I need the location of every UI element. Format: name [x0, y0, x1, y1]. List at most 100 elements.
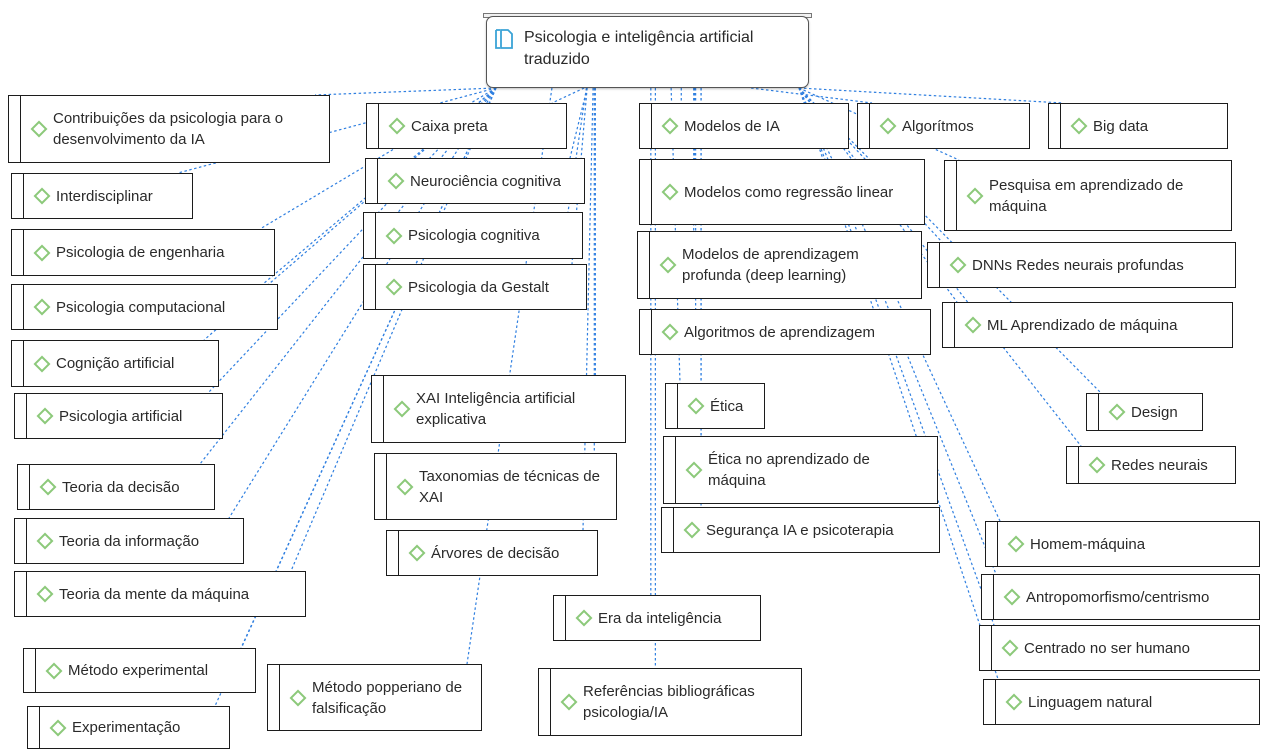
- topic-label: Interdisciplinar: [56, 187, 153, 205]
- topic-icon: [36, 407, 53, 425]
- topic-xai[interactable]: XAI Inteligência artificial explicativa: [371, 375, 626, 443]
- topic-icon: [33, 187, 50, 205]
- topic-big-data[interactable]: Big data: [1048, 103, 1228, 149]
- topic-label: Modelos de aprendizagem profunda (deep l…: [682, 246, 859, 284]
- connector-line: [798, 87, 999, 680]
- topic-modelos-regressao[interactable]: Modelos como regressão linear: [639, 159, 925, 225]
- topic-label: Big data: [1093, 117, 1149, 135]
- topic-icon: [30, 120, 47, 138]
- topic-algoritmos-aprendizagem[interactable]: Algoritmos de aprendizagem: [639, 309, 931, 355]
- topic-label: Árvores de decisão: [431, 544, 560, 562]
- topic-psicologia-engenharia[interactable]: Psicologia de engenharia: [11, 229, 275, 276]
- topic-icon: [45, 662, 62, 679]
- topic-ml[interactable]: ML Aprendizado de máquina: [942, 302, 1233, 348]
- topic-contribuicoes[interactable]: Contribuições da psicologia para o desen…: [8, 95, 330, 163]
- topic-icon: [560, 693, 577, 711]
- connector-line: [582, 87, 594, 531]
- topic-metodo-popperiano[interactable]: Método popperiano de falsificação: [267, 664, 482, 731]
- topic-era-inteligencia[interactable]: Era da inteligência: [553, 595, 761, 641]
- topic-icon: [1003, 588, 1020, 606]
- topic-caixa-preta[interactable]: Caixa preta: [366, 103, 567, 149]
- topic-label: Linguagem natural: [1028, 693, 1153, 711]
- topic-icon: [33, 298, 50, 316]
- topic-icon: [36, 532, 53, 550]
- topic-experimentacao[interactable]: Experimentação: [27, 706, 230, 749]
- topic-label: Neurociência cognitiva: [410, 172, 561, 190]
- topic-icon: [1108, 403, 1125, 421]
- topic-algoritmos[interactable]: Algorítmos: [857, 103, 1030, 149]
- topic-homem-maquina[interactable]: Homem-máquina: [985, 521, 1260, 567]
- topic-label: Segurança IA e psicoterapia: [706, 521, 894, 539]
- topic-dnns[interactable]: DNNs Redes neurais profundas: [927, 242, 1236, 288]
- topic-label: Teoria da decisão: [62, 478, 180, 496]
- topic-label: XAI Inteligência artificial explicativa: [416, 390, 576, 428]
- topic-label: ML Aprendizado de máquina: [987, 316, 1178, 334]
- topic-icon: [1088, 456, 1105, 474]
- topic-icon: [289, 689, 306, 706]
- topic-pesquisa-aprendizado-maquina[interactable]: Pesquisa em aprendizado de máquina: [944, 160, 1232, 231]
- topic-modelos-ia[interactable]: Modelos de IA: [639, 103, 849, 149]
- topic-icon: [393, 400, 410, 418]
- root-topic-label: Psicologia e inteligência artificial tra…: [524, 29, 754, 68]
- topic-label: Centrado no ser humano: [1024, 639, 1190, 657]
- topic-label: Referências bibliográficas psicologia/IA: [583, 683, 755, 721]
- topic-label: Método popperiano de falsificação: [312, 678, 463, 717]
- topic-psicologia-cognitiva[interactable]: Psicologia cognitiva: [363, 212, 583, 259]
- topic-icon: [687, 397, 704, 415]
- topic-icon: [1005, 693, 1022, 711]
- topic-label: Taxonomias de técnicas de XAI: [419, 467, 600, 506]
- topic-icon: [1007, 535, 1024, 553]
- topic-label: Era da inteligência: [598, 609, 722, 627]
- topic-icon: [33, 355, 50, 372]
- topic-redes-neurais[interactable]: Redes neurais: [1066, 446, 1236, 484]
- topic-etica[interactable]: Ética: [665, 383, 765, 429]
- root-topic[interactable]: Psicologia e inteligência artificial tra…: [486, 16, 809, 88]
- topic-icon: [949, 256, 966, 274]
- topic-label: Psicologia de engenharia: [56, 244, 225, 261]
- topic-label: Ética no aprendizado de máquina: [708, 451, 870, 489]
- topic-linguagem-natural[interactable]: Linguagem natural: [983, 679, 1260, 725]
- connector-line: [228, 87, 497, 519]
- topic-arvores-decisao[interactable]: Árvores de decisão: [386, 530, 598, 576]
- topic-design[interactable]: Design: [1086, 393, 1203, 431]
- connector-line: [551, 87, 585, 104]
- topic-label: Design: [1131, 403, 1178, 421]
- topic-interdisciplinar[interactable]: Interdisciplinar: [11, 173, 193, 219]
- topic-label: Teoria da informação: [59, 532, 200, 550]
- topic-label: Algoritmos de aprendizagem: [684, 323, 875, 341]
- connector-line: [314, 87, 497, 96]
- topic-icon: [39, 478, 56, 496]
- topic-psicologia-gestalt[interactable]: Psicologia da Gestalt: [363, 264, 587, 310]
- topic-icon: [1001, 639, 1018, 657]
- topic-icon: [1070, 117, 1087, 135]
- topic-icon: [685, 461, 702, 479]
- topic-label: DNNs Redes neurais profundas: [972, 256, 1184, 274]
- topic-teoria-mente-maquina[interactable]: Teoria da mente da máquina: [14, 571, 306, 617]
- topic-seguranca-psicoterapia[interactable]: Segurança IA e psicoterapia: [661, 507, 940, 553]
- topic-label: Caixa preta: [411, 117, 488, 135]
- topic-icon: [36, 585, 53, 603]
- topic-teoria-decisao[interactable]: Teoria da decisão: [17, 464, 215, 510]
- topic-label: Experimentação: [72, 719, 181, 736]
- topic-referencias-bibliograficas[interactable]: Referências bibliográficas psicologia/IA: [538, 668, 802, 736]
- topic-icon: [396, 478, 413, 495]
- topic-icon: [683, 521, 700, 539]
- topic-etica-aprendizado-maquina[interactable]: Ética no aprendizado de máquina: [663, 436, 938, 504]
- topic-taxonomias-xai[interactable]: Taxonomias de técnicas de XAI: [374, 453, 617, 520]
- topic-icon: [661, 323, 678, 341]
- topic-modelos-deep-learning[interactable]: Modelos de aprendizagem profunda (deep l…: [637, 231, 922, 299]
- topic-label: Contribuições da psicologia para o desen…: [53, 110, 284, 148]
- topic-metodo-experimental[interactable]: Método experimental: [23, 648, 256, 693]
- topic-psicologia-computacional[interactable]: Psicologia computacional: [11, 284, 278, 330]
- topic-antropomorfismo[interactable]: Antropomorfismo/centrismo: [981, 574, 1260, 620]
- topic-psicologia-artificial[interactable]: Psicologia artificial: [14, 393, 223, 439]
- topic-centrado-ser-humano[interactable]: Centrado no ser humano: [979, 625, 1260, 671]
- topic-neurociencia-cognitiva[interactable]: Neurociência cognitiva: [365, 158, 585, 204]
- topic-icon: [408, 544, 425, 562]
- topic-label: Teoria da mente da máquina: [59, 585, 250, 603]
- topic-label: Psicologia computacional: [56, 298, 226, 316]
- topic-teoria-informacao[interactable]: Teoria da informação: [14, 518, 244, 564]
- connector-line: [567, 87, 588, 213]
- topic-cognicao-artificial[interactable]: Cognição artificial: [11, 340, 219, 387]
- topic-icon: [659, 256, 676, 274]
